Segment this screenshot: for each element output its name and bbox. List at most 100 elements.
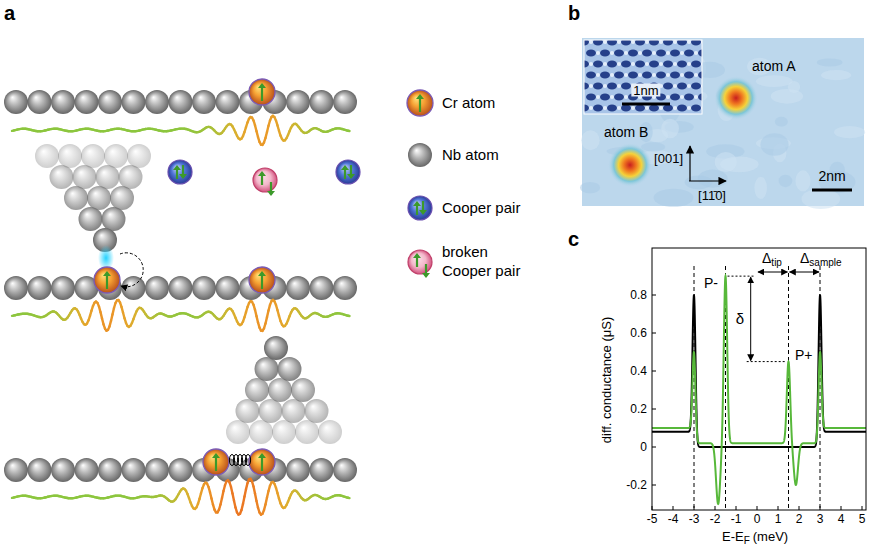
atom-label: atom B <box>604 125 648 139</box>
surface-texture <box>779 175 793 187</box>
legend-text: Cooper pair <box>442 199 520 218</box>
panel-a-illustration <box>4 79 433 515</box>
direction-label: [001] <box>654 152 683 165</box>
nb-atom <box>333 458 357 482</box>
nb-atom <box>286 276 310 300</box>
y-tick <box>652 333 656 334</box>
spin-arrow <box>350 165 352 175</box>
x-tick <box>841 506 842 510</box>
nb-atom <box>278 357 302 381</box>
surface-texture <box>715 152 737 172</box>
nb-atom <box>408 143 432 167</box>
surface-texture <box>580 182 600 193</box>
nb-atom <box>216 276 240 300</box>
spin-arrow <box>261 175 263 185</box>
direction-arrow <box>689 180 726 181</box>
nb-atom <box>333 276 357 300</box>
nb-atom <box>226 420 250 444</box>
spin-arrow <box>261 87 263 101</box>
gap-subscript: tip <box>771 258 782 268</box>
nb-atom <box>249 420 273 444</box>
asymmetry-arrow <box>750 277 751 360</box>
surface-texture <box>760 133 788 156</box>
tick-label: -2 <box>710 513 721 525</box>
spectra <box>652 276 866 504</box>
x-tick <box>715 506 716 510</box>
broken-cooper-pair <box>408 250 432 274</box>
nb-atom <box>98 90 122 114</box>
panel-letter: a <box>4 3 15 23</box>
surface-texture <box>771 89 803 104</box>
tick-label: 0.8 <box>630 289 647 301</box>
cr-atom <box>94 267 120 293</box>
nb-atom <box>98 458 122 482</box>
nb-atom <box>28 458 52 482</box>
nb-atom <box>192 276 216 300</box>
nb-atom <box>51 276 75 300</box>
spin-arrow <box>106 275 108 289</box>
legend-text: broken Cooper pair <box>442 243 534 281</box>
nb-atom <box>104 144 128 168</box>
cr-atom <box>203 449 229 475</box>
nb-atom <box>102 207 126 231</box>
x-tick <box>736 506 737 510</box>
nb-atom <box>268 378 292 402</box>
spin-arrowhead <box>179 174 187 179</box>
cr-atom <box>249 449 275 475</box>
spin-arrowhead <box>103 271 111 276</box>
nb-atom <box>79 207 103 231</box>
tick-label: 0 <box>640 441 647 453</box>
spin-arrow <box>182 165 184 175</box>
peak-label: P- <box>704 276 718 290</box>
gap-guide-line <box>788 266 789 510</box>
spin-arrowhead <box>267 191 275 196</box>
ysr-wavefunction <box>12 300 350 331</box>
gap-arrow <box>758 272 788 273</box>
spectrum-substrate <box>652 295 866 447</box>
surface-texture <box>581 130 599 150</box>
nb-atom <box>58 144 82 168</box>
surface-texture <box>654 189 694 207</box>
axis-subscript: F <box>744 536 750 546</box>
x-tick <box>799 506 800 510</box>
spin-flip-arrow <box>120 253 143 287</box>
spectrum-cr-atom <box>652 276 866 504</box>
nb-atom <box>122 90 146 114</box>
nb-atom <box>75 458 99 482</box>
tick-label: -3 <box>689 513 700 525</box>
nb-atom <box>127 144 151 168</box>
tick-label: -4 <box>668 513 679 525</box>
y-tick <box>652 485 656 486</box>
x-tick <box>778 506 779 510</box>
atom-label: atom A <box>752 59 796 73</box>
nb-atom <box>236 399 260 423</box>
broken-cooper-pair <box>253 168 277 192</box>
panel-letter: b <box>568 3 580 23</box>
tick-label: -1 <box>731 513 742 525</box>
surface-texture <box>821 70 851 80</box>
tick-label: -5 <box>647 513 658 525</box>
nb-atom <box>169 458 193 482</box>
nb-atom <box>4 90 28 114</box>
panel-c-plot <box>648 248 870 510</box>
nb-atom <box>169 276 193 300</box>
tick-label: 4 <box>838 513 845 525</box>
adatom-b <box>608 143 652 187</box>
nb-atom <box>255 357 279 381</box>
nb-atom <box>145 276 169 300</box>
axis-title: (meV) <box>753 530 788 543</box>
tick-label: 3 <box>817 513 824 525</box>
tick-label: 1 <box>775 513 782 525</box>
nb-atom <box>122 276 146 300</box>
legend-text: Cr atom <box>442 94 495 113</box>
spin-arrowhead <box>258 83 266 88</box>
spin-arrow <box>416 205 418 215</box>
nb-atom <box>28 276 52 300</box>
nb-atom <box>310 276 334 300</box>
ysr-wavefunction <box>12 479 350 515</box>
direction-label: [11̄0] <box>698 189 726 202</box>
wave-segment <box>348 315 350 318</box>
nb-atom <box>333 90 357 114</box>
cooper-pair <box>408 196 432 220</box>
